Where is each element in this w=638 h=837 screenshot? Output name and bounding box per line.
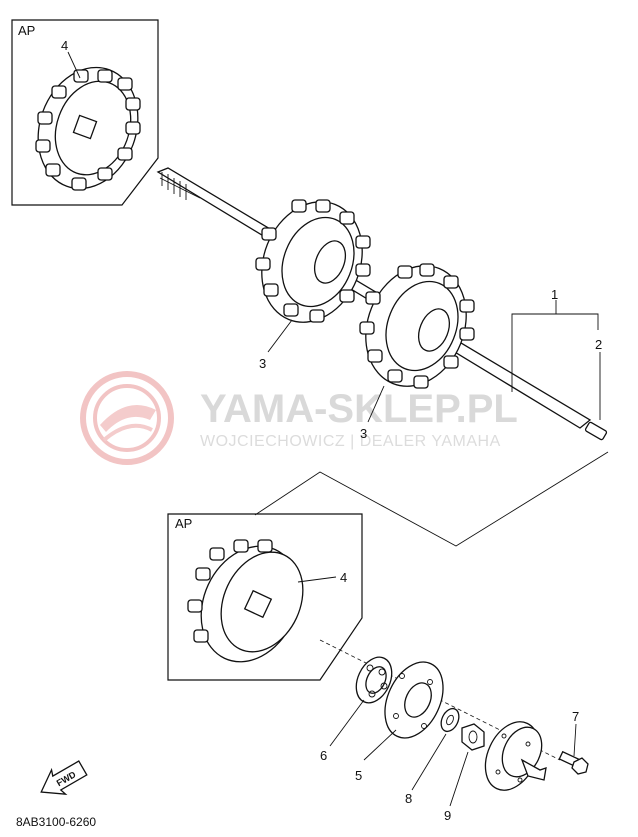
- leader-shaft-to-inset: [254, 451, 609, 547]
- bearing-housing: [384, 661, 444, 739]
- callout-6: 6: [320, 748, 327, 763]
- bolt: [558, 750, 589, 775]
- diagram-code: 8AB3100-6260: [16, 815, 96, 829]
- bearing: [355, 656, 393, 704]
- watermark-logo: [80, 371, 174, 465]
- watermark-sub-text: WOJCIECHOWICZ | DEALER YAMAHA: [200, 433, 501, 450]
- shaft-end-bolt: [584, 421, 608, 441]
- callout-9: 9: [444, 808, 451, 823]
- callout-3-left: 3: [259, 356, 266, 371]
- watermark-main-text: YAMA-SKLEP.PL: [200, 387, 518, 431]
- washer: [440, 707, 460, 733]
- nut: [461, 723, 485, 751]
- callout-4-top: 4: [61, 38, 68, 53]
- callout-3-right: 3: [360, 426, 367, 441]
- watermark: YAMA-SKLEP.PL WOJCIECHOWICZ | DEALER YAM…: [80, 371, 518, 465]
- callout-bracket-1-2: [511, 300, 601, 420]
- fwd-arrow-icon: FWD: [40, 760, 88, 795]
- ap-inset-top: AP 4: [11, 19, 159, 206]
- sprocket-wheel-top: [35, 66, 141, 191]
- hub-flange: [484, 721, 547, 791]
- sprocket-left: [255, 199, 371, 323]
- sprocket-wheel-mid: [187, 539, 304, 663]
- callout-1: 1: [551, 287, 558, 302]
- sprocket-right: [359, 263, 475, 389]
- callout-5: 5: [355, 768, 362, 783]
- callout-2: 2: [595, 337, 602, 352]
- ap-inset-mid: AP 4: [167, 513, 363, 681]
- ap-label-mid: AP: [175, 516, 192, 531]
- callout-4-mid: 4: [340, 570, 347, 585]
- ap-label-top: AP: [18, 23, 35, 38]
- callout-7: 7: [572, 709, 579, 724]
- callout-8: 8: [405, 791, 412, 806]
